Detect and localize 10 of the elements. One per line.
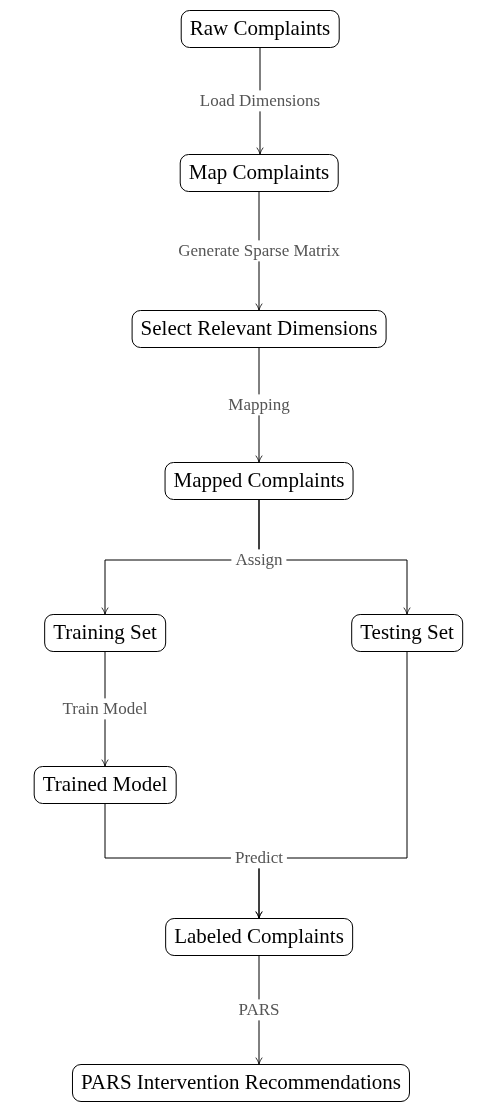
process-box: Labeled Complaints	[165, 918, 353, 956]
process-box: Select Relevant Dimensions	[131, 310, 387, 348]
process-box: Testing Set	[351, 614, 463, 652]
process-box: Mapped Complaints	[164, 462, 354, 500]
edge-label: Assign	[231, 549, 287, 571]
process-box: Raw Complaints	[180, 10, 340, 48]
process-box: PARS Intervention Recommendations	[72, 1064, 410, 1102]
process-box: Trained Model	[33, 766, 177, 804]
process-box: Map Complaints	[179, 154, 339, 192]
process-box: Training Set	[44, 614, 166, 652]
